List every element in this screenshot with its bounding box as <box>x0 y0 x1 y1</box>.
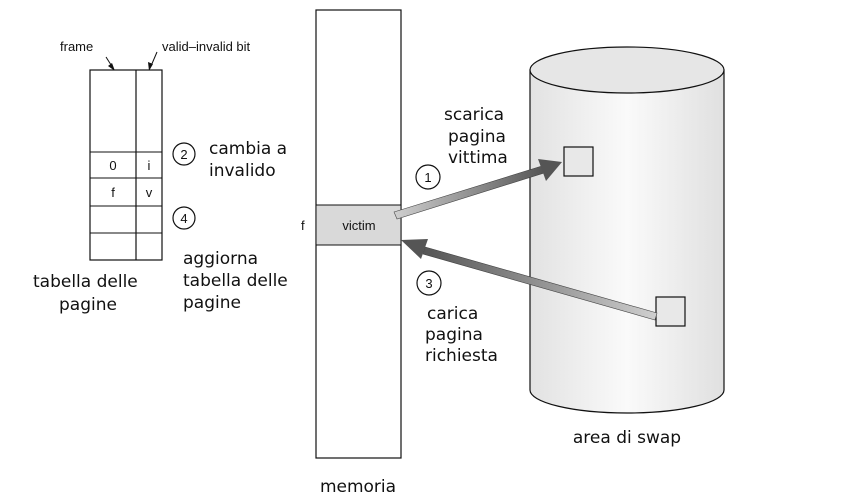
step-3: 3 carica pagina richiesta <box>416 270 498 366</box>
valid-bit-header-label: valid–invalid bit <box>162 39 251 54</box>
swap-out-arrowhead <box>538 159 562 181</box>
step-3-label-line1: carica <box>427 304 478 324</box>
frame-header-label: frame <box>60 39 93 54</box>
page-table-frame-cell: f <box>111 185 115 200</box>
step-1-number: 1 <box>424 170 431 185</box>
step-2-label-line1: cambia a <box>209 139 287 159</box>
victim-frame <box>315 204 402 246</box>
memory-frame-label: f <box>301 218 305 233</box>
step-1-label-line2: pagina <box>448 127 506 147</box>
step-4: 4 aggiorna tabella delle pagine <box>172 206 288 313</box>
step-1-circle <box>415 164 441 190</box>
step-2: 2 cambia a invalido <box>172 139 287 181</box>
swap-victim-page <box>563 146 594 177</box>
page-table-frame <box>89 69 163 261</box>
page-table-bit-cell: v <box>146 185 153 200</box>
swap-requested-page <box>655 296 686 327</box>
page-table-caption-line1: tabella delle <box>33 272 138 292</box>
step-4-number: 4 <box>180 211 187 226</box>
page-table-frame-cell: 0 <box>109 158 116 173</box>
memory: victim f memoria <box>301 9 402 497</box>
step-4-label-line2: tabella delle <box>183 271 288 291</box>
step-1: 1 scarica pagina vittima <box>415 105 508 190</box>
swap-cylinder-body <box>529 69 725 414</box>
step-2-label-line2: invalido <box>209 161 276 181</box>
step-4-label-line3: pagine <box>183 293 241 313</box>
step-3-number: 3 <box>425 276 432 291</box>
step-4-circle <box>172 206 196 230</box>
frame-pointer-arrowhead <box>108 63 115 71</box>
step-3-circle <box>416 270 442 296</box>
valid-bit-pointer-arrowhead <box>148 62 153 71</box>
step-2-number: 2 <box>180 147 187 162</box>
victim-label: victim <box>342 218 375 233</box>
step-3-label-line3: richiesta <box>425 346 498 366</box>
swap-in-arrow <box>401 239 658 321</box>
step-1-label-line1: scarica <box>444 105 504 125</box>
swap-caption: area di swap <box>573 428 681 448</box>
page-table-bit-cell: i <box>148 158 151 173</box>
step-4-label-line1: aggiorna <box>183 249 258 269</box>
swap-out-arrow <box>393 159 562 220</box>
page-table-caption-line2: pagine <box>59 295 117 315</box>
swap-in-arrow-shaft <box>422 246 658 321</box>
swap-cylinder-top <box>529 46 725 94</box>
step-1-label-line3: vittima <box>448 148 508 168</box>
memory-caption: memoria <box>320 477 396 497</box>
swap-disk: area di swap <box>529 46 725 448</box>
page-table: frame valid–invalid bit 0 i f v tabella … <box>33 39 251 315</box>
step-2-circle <box>172 142 196 166</box>
swap-in-arrowhead <box>401 239 428 259</box>
step-3-label-line2: pagina <box>425 325 483 345</box>
